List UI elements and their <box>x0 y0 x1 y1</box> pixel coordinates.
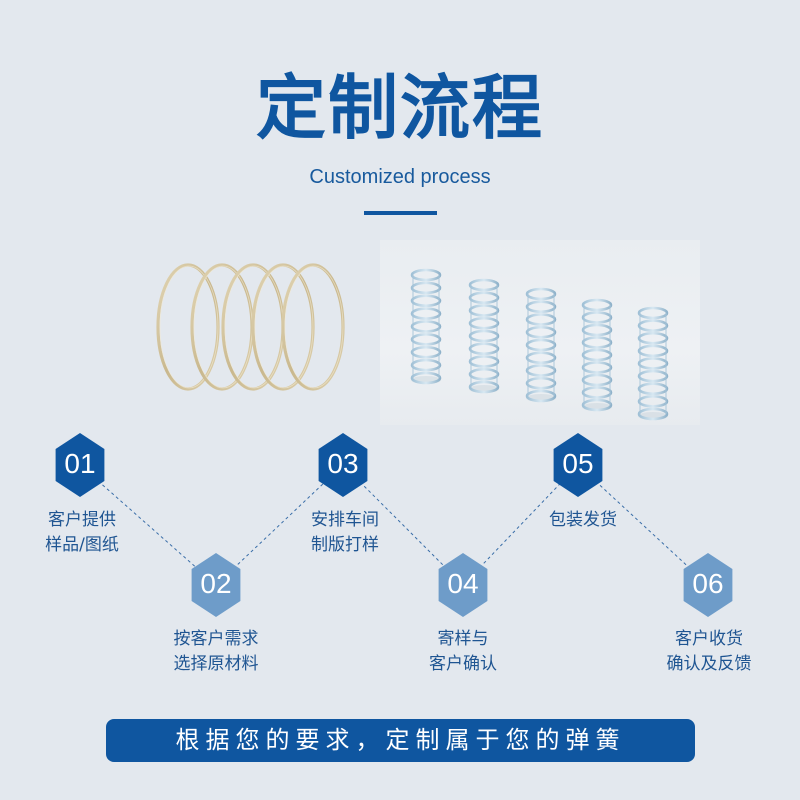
silver-spring-coil <box>637 319 669 332</box>
step-4-line-2: 客户确认 <box>429 654 497 674</box>
step-4-number: 04 <box>447 568 479 599</box>
silver-spring-coil <box>581 386 613 399</box>
silver-spring-coil <box>525 338 557 352</box>
step-2-line-2: 选择原材料 <box>173 654 259 674</box>
silver-spring-coil <box>525 300 557 314</box>
silver-spring-coil <box>581 336 613 349</box>
silver-spring-3 <box>525 287 557 403</box>
silver-spring-coil <box>637 344 669 358</box>
step-3-line-1: 安排车间 <box>311 510 379 530</box>
process-hexagons <box>55 433 733 617</box>
silver-spring-coil <box>525 376 557 390</box>
step-6-description: 客户收货 确认及反馈 <box>639 627 779 677</box>
silver-spring-coil <box>525 313 557 326</box>
step-5-number: 05 <box>562 448 594 479</box>
silver-spring-coil <box>468 304 500 317</box>
title-underline-divider <box>364 211 437 215</box>
silver-spring-2 <box>468 278 500 394</box>
silver-spring-coil <box>581 398 613 412</box>
silver-spring-coil <box>525 389 557 403</box>
step-6-line-1: 客户收货 <box>675 629 743 649</box>
step-2-line-1: 按客户需求 <box>173 629 259 649</box>
connector-line-4-5 <box>462 464 579 586</box>
gold-spring-coil-highlight <box>159 265 219 389</box>
silver-spring-coil <box>410 307 442 320</box>
silver-spring-coil <box>581 373 613 387</box>
step-2-description: 按客户需求 选择原材料 <box>146 627 286 677</box>
step-5-line-1: 包装发货 <box>549 510 617 530</box>
silver-spring-coil <box>637 369 669 383</box>
step-3-description: 安排车间 制版打样 <box>275 508 415 558</box>
silver-spring-coil <box>581 348 613 362</box>
step-4-hexagon <box>438 553 488 617</box>
silver-springs-image <box>410 268 669 421</box>
silver-spring-1 <box>410 268 442 385</box>
step-5-description: 包装发货 <box>513 508 653 533</box>
silver-spring-coil <box>468 355 500 368</box>
step-1-hexagon <box>55 433 105 497</box>
connector-line-3-4 <box>342 464 464 586</box>
step-1-number: 01 <box>64 448 96 479</box>
silver-spring-coil <box>468 367 500 381</box>
silver-spring-coil <box>637 382 669 396</box>
silver-spring-coil <box>581 298 613 312</box>
silver-spring-coil <box>468 316 500 330</box>
silver-spring-coil <box>637 331 669 345</box>
silver-spring-coil <box>637 357 669 370</box>
gold-spring-coil-highlight <box>254 265 314 389</box>
connector-line-1-2 <box>79 464 217 586</box>
silver-spring-coil <box>525 287 557 301</box>
step-6-number: 06 <box>692 568 724 599</box>
silver-spring-coil <box>581 361 613 374</box>
step-1-description: 客户提供 样品/图纸 <box>12 508 152 558</box>
page-title: 定制流程 <box>256 67 544 149</box>
silver-spring-4 <box>581 298 613 412</box>
silver-spring-coil <box>410 320 442 333</box>
silver-spring-coil <box>468 278 500 292</box>
step-1-line-1: 客户提供 <box>48 510 116 530</box>
silver-spring-coil <box>525 351 557 365</box>
silver-spring-coil <box>468 329 500 343</box>
silver-spring-coil <box>468 291 500 305</box>
gold-coil-spring-image <box>156 263 345 391</box>
silver-spring-coil <box>525 364 557 377</box>
step-5-hexagon <box>553 433 603 497</box>
silver-spring-coil <box>468 342 500 356</box>
silver-spring-coil <box>410 333 442 346</box>
step-3-hexagon <box>318 433 368 497</box>
silver-spring-coil <box>468 380 500 394</box>
silver-spring-coil <box>410 345 442 359</box>
silver-spring-5 <box>637 306 669 421</box>
slogan-banner: 根据您的要求，定制属于您的弹簧 <box>106 719 695 762</box>
page-subtitle: Customized process <box>309 166 491 188</box>
silver-spring-coil <box>410 294 442 308</box>
step-4-line-1: 寄样与 <box>437 629 489 649</box>
silver-spring-coil <box>581 311 613 324</box>
silver-spring-coil <box>581 323 613 337</box>
silver-spring-coil <box>410 371 442 385</box>
silver-spring-coil <box>410 268 442 282</box>
connector-line-2-3 <box>215 464 344 586</box>
step-3-line-2: 制版打样 <box>311 535 379 555</box>
step-2-hexagon <box>191 553 241 617</box>
step-6-hexagon <box>683 553 733 617</box>
step-1-line-2: 样品/图纸 <box>45 535 119 555</box>
process-connector-lines <box>79 464 709 586</box>
gold-spring-coil-highlight <box>284 265 344 389</box>
step-4-description: 寄样与 客户确认 <box>393 627 533 677</box>
step-6-line-2: 确认及反馈 <box>666 654 752 674</box>
silver-spring-coil <box>525 325 557 339</box>
silver-spring-coil <box>637 306 669 320</box>
step-3-number: 03 <box>327 448 359 479</box>
step-2-number: 02 <box>200 568 232 599</box>
silver-spring-coil <box>637 407 669 421</box>
silver-spring-coil <box>410 358 442 372</box>
silver-spring-coil <box>637 395 669 408</box>
silver-spring-coil <box>410 281 442 295</box>
